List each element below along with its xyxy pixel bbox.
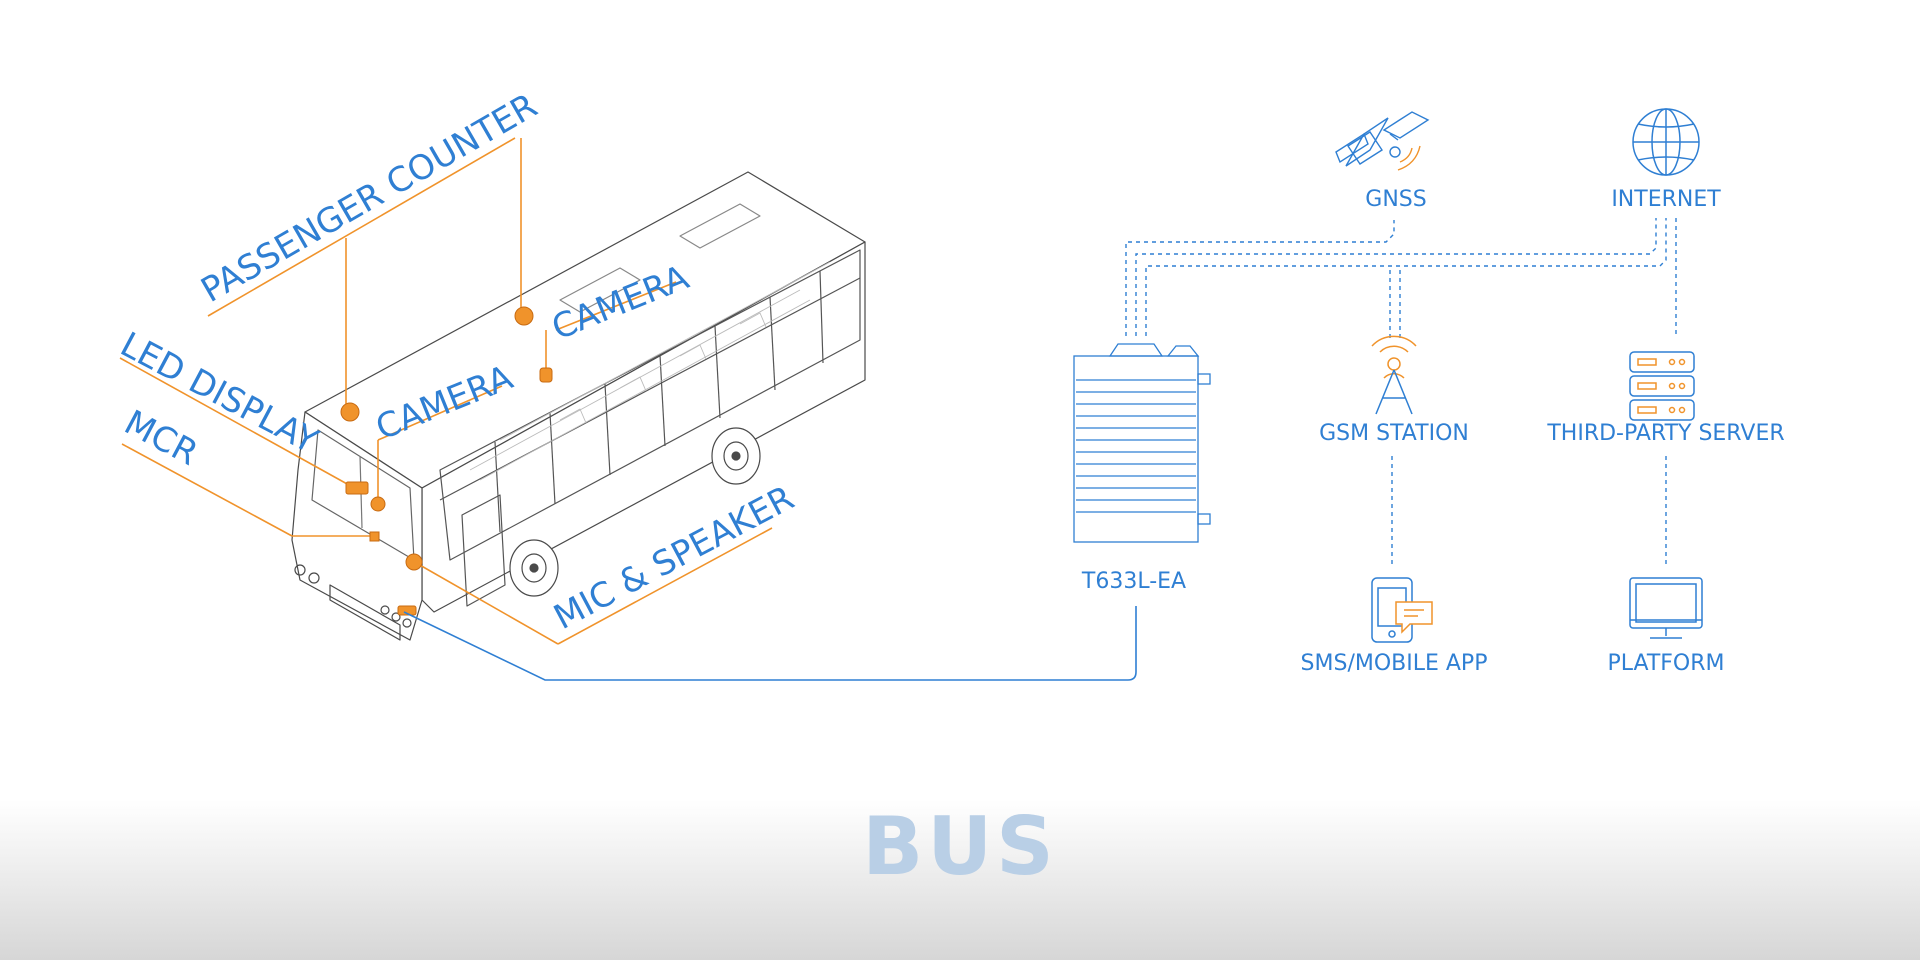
mcr-marker <box>369 531 380 542</box>
internet-label: INTERNET <box>1611 187 1721 212</box>
footer-gradient <box>0 800 1920 960</box>
platform-label: PLATFORM <box>1607 651 1724 676</box>
gsm-station-label: GSM STATION <box>1319 421 1469 446</box>
t633l-ea-device <box>1073 343 1211 543</box>
bus-device-markers <box>340 306 553 616</box>
led-display-marker <box>345 481 369 495</box>
monitor-icon <box>1629 577 1703 639</box>
passenger-counter-marker-rear <box>514 306 534 326</box>
third-party-server-label: THIRD-PARTY SERVER <box>1546 421 1784 446</box>
network-connections <box>1125 218 1677 568</box>
callout-lines <box>119 137 773 645</box>
label-passenger-counter: PASSENGER COUNTER <box>195 86 545 311</box>
gnss-label: GNSS <box>1365 187 1426 212</box>
phone-message-icon <box>1371 577 1433 643</box>
camera-front-marker <box>370 496 386 512</box>
bus-illustration <box>291 171 866 641</box>
device-label: T633L-EA <box>1081 569 1186 594</box>
bus-wheel-front <box>509 539 559 597</box>
bus-connector-marker <box>397 605 417 616</box>
device-fins <box>1076 379 1196 513</box>
bus-wheel-rear <box>711 427 761 485</box>
globe-icon <box>1632 108 1700 176</box>
server-icon <box>1629 351 1695 421</box>
label-mcr: MCR <box>118 403 205 474</box>
antenna-tower-icon <box>1371 335 1417 415</box>
satellite-icon <box>1335 111 1430 171</box>
camera-rear-marker <box>539 367 553 383</box>
diagram-title: BUS <box>862 800 1058 893</box>
passenger-counter-marker <box>340 402 360 422</box>
sms-app-label: SMS/MOBILE APP <box>1301 651 1488 676</box>
mic-speaker-marker <box>405 553 423 571</box>
bus-device-cable <box>403 606 1137 681</box>
